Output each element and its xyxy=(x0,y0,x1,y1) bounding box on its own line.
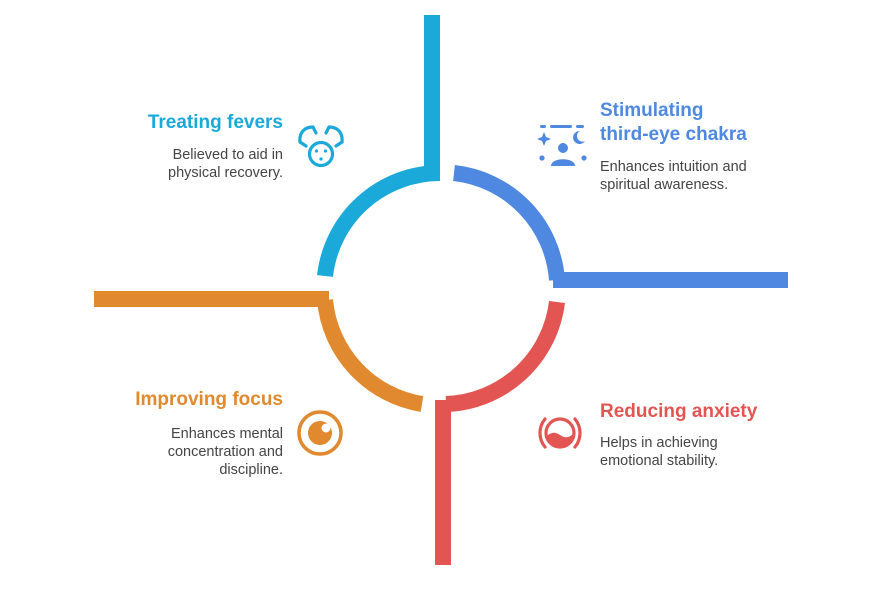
fevers-connector xyxy=(317,15,441,278)
fevers-desc-line: Believed to aid in xyxy=(172,147,283,163)
fevers-description: Believed to aid in physical recovery. xyxy=(168,146,283,182)
focus-title: Improving focus xyxy=(135,389,283,410)
focus-desc-line: Enhances mental xyxy=(170,426,283,442)
fevers-desc-line: physical recovery. xyxy=(168,165,283,181)
chakra-description: Enhances intuition and spiritual awarene… xyxy=(600,158,747,194)
anxiety-desc-line: emotional stability. xyxy=(600,453,719,469)
focus-eye-icon xyxy=(297,410,343,456)
anxiety-title: Reducing anxiety xyxy=(600,401,758,422)
focus-connector xyxy=(94,291,424,412)
fevers-title: Treating fevers xyxy=(147,112,283,133)
chakra-desc-line: spiritual awareness. xyxy=(600,177,729,193)
chakra-desc-line: Enhances intuition and xyxy=(600,159,747,175)
chakra-connector xyxy=(452,165,788,288)
hands-holding-face-icon xyxy=(298,125,344,168)
anxiety-connector xyxy=(435,300,565,565)
anxiety-description: Helps in achieving emotional stability. xyxy=(600,434,718,470)
meditation-person-icon xyxy=(537,125,587,166)
focus-desc-line: discipline. xyxy=(219,462,283,478)
focus-desc-line: concentration and xyxy=(167,444,283,460)
chakra-title-line: third-eye chakra xyxy=(600,124,747,145)
focus-description: Enhances mental concentration and discip… xyxy=(168,425,283,479)
calm-mind-icon xyxy=(538,417,582,449)
chakra-title: Stimulating third-eye chakra xyxy=(600,99,820,147)
anxiety-desc-line: Helps in achieving xyxy=(600,435,718,451)
chakra-title-line: Stimulating xyxy=(600,100,704,121)
